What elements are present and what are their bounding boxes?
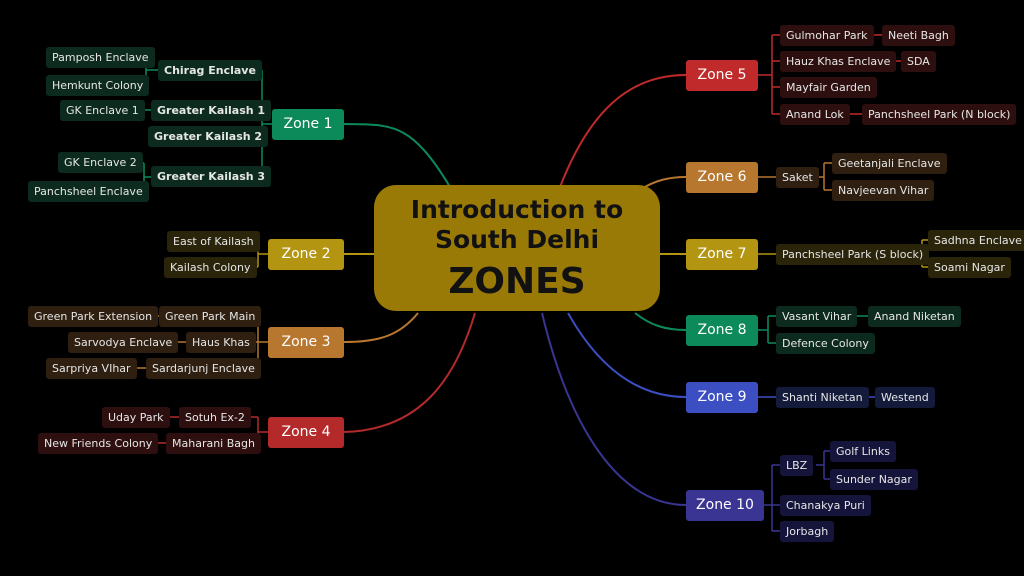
zone-9-node[interactable]: Zone 9 (686, 382, 758, 413)
central-title-line1: Introduction to (410, 195, 624, 224)
node-sadhna-enclave[interactable]: Sadhna Enclave (928, 230, 1024, 251)
node-pamposh-enclave[interactable]: Pamposh Enclave (46, 47, 155, 68)
node-neeti-bagh[interactable]: Neeti Bagh (882, 25, 955, 46)
node-sardarjunj-enclave[interactable]: Sardarjunj Enclave (146, 358, 261, 379)
edge-center-zone3 (343, 312, 419, 343)
node-panchsheel-park-n-block[interactable]: Panchsheel Park (N block) (862, 104, 1017, 125)
node-navjeevan-vihar[interactable]: Navjeevan Vihar (832, 180, 935, 201)
node-panchsheel-enclave[interactable]: Panchsheel Enclave (28, 181, 149, 202)
zone-1-node[interactable]: Zone 1 (272, 109, 344, 140)
node-gk-enclave-2[interactable]: GK Enclave 2 (58, 152, 143, 173)
edge-center-zone10 (541, 312, 687, 506)
node-jorbagh[interactable]: Jorbagh (780, 521, 835, 542)
zone-4-node[interactable]: Zone 4 (268, 417, 344, 448)
central-topic[interactable]: Introduction to South Delhi ZONES (374, 185, 660, 311)
node-hemkunt-colony[interactable]: Hemkunt Colony (46, 75, 150, 96)
node-east-of-kailash[interactable]: East of Kailash (167, 231, 260, 252)
node-sarpriya-vihar[interactable]: Sarpriya VIhar (46, 358, 137, 379)
node-shanti-niketan[interactable]: Shanti Niketan (776, 387, 869, 408)
node-saket[interactable]: Saket (776, 167, 819, 188)
node-new-friends-colony[interactable]: New Friends Colony (38, 433, 159, 454)
edge-center-zone1 (343, 123, 451, 188)
node-golf-links[interactable]: Golf Links (830, 441, 896, 462)
node-green-park-main[interactable]: Green Park Main (159, 306, 262, 327)
node-vasant-vihar[interactable]: Vasant Vihar (776, 306, 858, 327)
node-geetanjali-enclave[interactable]: Geetanjali Enclave (832, 153, 947, 174)
node-hauz-khas-enclave[interactable]: Hauz Khas Enclave (780, 51, 897, 72)
node-chanakya-puri[interactable]: Chanakya Puri (780, 495, 871, 516)
node-chirag-enclave[interactable]: Chirag Enclave (158, 60, 262, 81)
edge-center-zone9 (567, 312, 687, 398)
node-kailash-colony[interactable]: Kailash Colony (164, 257, 257, 278)
zone-2-node[interactable]: Zone 2 (268, 239, 344, 270)
node-sotuh-ex-2[interactable]: Sotuh Ex-2 (179, 407, 251, 428)
zone-5-node[interactable]: Zone 5 (686, 60, 758, 91)
zone-8-node[interactable]: Zone 8 (686, 315, 758, 346)
node-gulmohar-park[interactable]: Gulmohar Park (780, 25, 874, 46)
node-sarvodya-enclave[interactable]: Sarvodya Enclave (68, 332, 179, 353)
node-anand-niketan[interactable]: Anand Niketan (868, 306, 961, 327)
node-panchsheel-park-s-block[interactable]: Panchsheel Park (S block) (776, 244, 930, 265)
edge-center-zone5 (559, 74, 687, 188)
node-anand-lok[interactable]: Anand Lok (780, 104, 850, 125)
node-defence-colony[interactable]: Defence Colony (776, 333, 875, 354)
node-westend[interactable]: Westend (875, 387, 935, 408)
central-title-line3: ZONES (448, 261, 586, 302)
node-soami-nagar[interactable]: Soami Nagar (928, 257, 1011, 278)
node-greater-kailash-3[interactable]: Greater Kailash 3 (151, 166, 272, 187)
central-title-line2: South Delhi (434, 225, 600, 254)
node-gk-enclave-1[interactable]: GK Enclave 1 (60, 100, 145, 121)
zone-7-node[interactable]: Zone 7 (686, 239, 758, 270)
node-sda[interactable]: SDA (901, 51, 936, 72)
node-green-park-extension[interactable]: Green Park Extension (28, 306, 159, 327)
node-maharani-bagh[interactable]: Maharani Bagh (166, 433, 261, 454)
zone-3-node[interactable]: Zone 3 (268, 327, 344, 358)
zone-6-node[interactable]: Zone 6 (686, 162, 758, 193)
node-lbz[interactable]: LBZ (780, 455, 814, 476)
node-mayfair-garden[interactable]: Mayfair Garden (780, 77, 877, 98)
node-haus-khas[interactable]: Haus Khas (186, 332, 256, 353)
node-uday-park[interactable]: Uday Park (102, 407, 170, 428)
node-greater-kailash-2[interactable]: Greater Kailash 2 (148, 126, 269, 147)
edge-center-zone8 (634, 312, 687, 331)
zone-10-node[interactable]: Zone 10 (686, 490, 764, 521)
edge-center-zone4 (343, 312, 476, 433)
node-sunder-nagar[interactable]: Sunder Nagar (830, 469, 918, 490)
node-greater-kailash-1[interactable]: Greater Kailash 1 (151, 100, 272, 121)
